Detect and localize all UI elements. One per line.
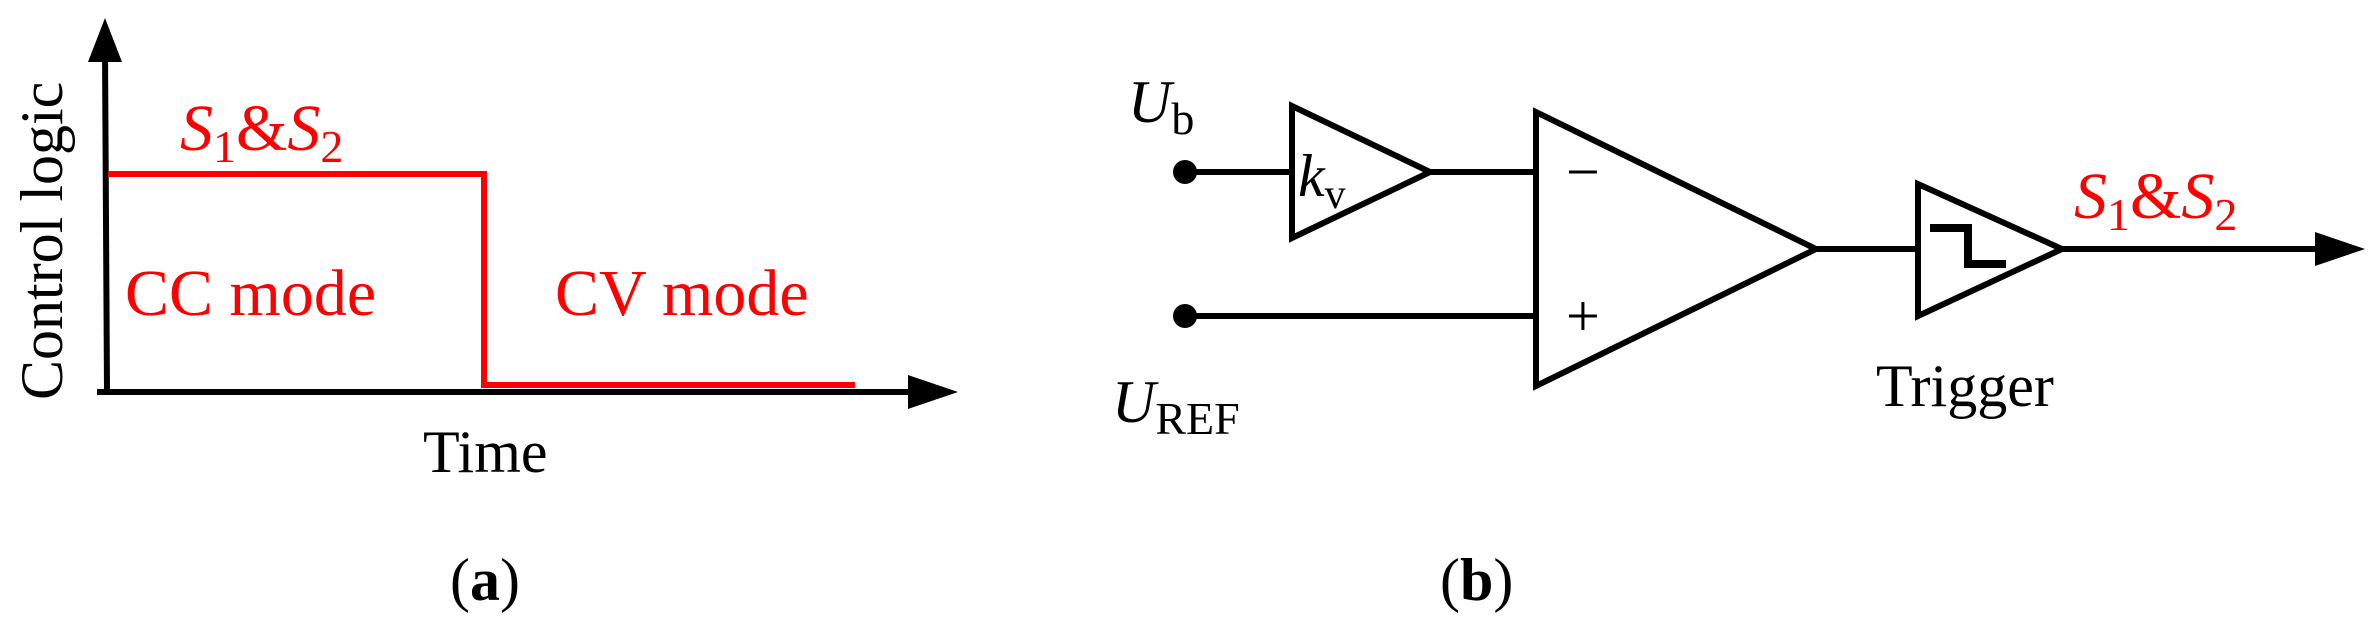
control-logic-waveform xyxy=(108,171,855,388)
gain-label: kv xyxy=(1298,143,1346,218)
gain-block xyxy=(1289,101,1437,243)
output-signal-label: S1&S2 xyxy=(2074,160,2237,240)
comparator-block xyxy=(1533,107,1823,391)
panel-a: S1&S2 CC mode CV mode Control logic Time… xyxy=(9,18,958,613)
ub-label: Ub xyxy=(1128,69,1194,144)
trigger-block xyxy=(1915,179,2070,321)
x-axis-label: Time xyxy=(423,419,548,485)
minus-sign: − xyxy=(1566,139,1600,205)
y-axis-arrow xyxy=(88,18,122,62)
signal-label-a: S1&S2 xyxy=(180,92,343,172)
cv-mode-label: CV mode xyxy=(555,257,809,330)
cc-mode-label: CC mode xyxy=(125,257,376,330)
output-arrow xyxy=(2315,232,2365,266)
trigger-label: Trigger xyxy=(1876,353,2054,419)
y-axis-label: Control logic xyxy=(9,82,75,400)
x-axis-arrow xyxy=(908,375,958,409)
step-icon xyxy=(1930,224,2006,268)
uref-label: UREF xyxy=(1112,369,1240,444)
caption-a: (a) xyxy=(450,547,520,613)
plus-sign: + xyxy=(1566,283,1600,349)
y-axis xyxy=(102,49,110,393)
caption-b: (b) xyxy=(1440,547,1513,613)
panel-b: Ub kv UREF − + Trigger S1&S2 (b) xyxy=(1112,69,2365,613)
